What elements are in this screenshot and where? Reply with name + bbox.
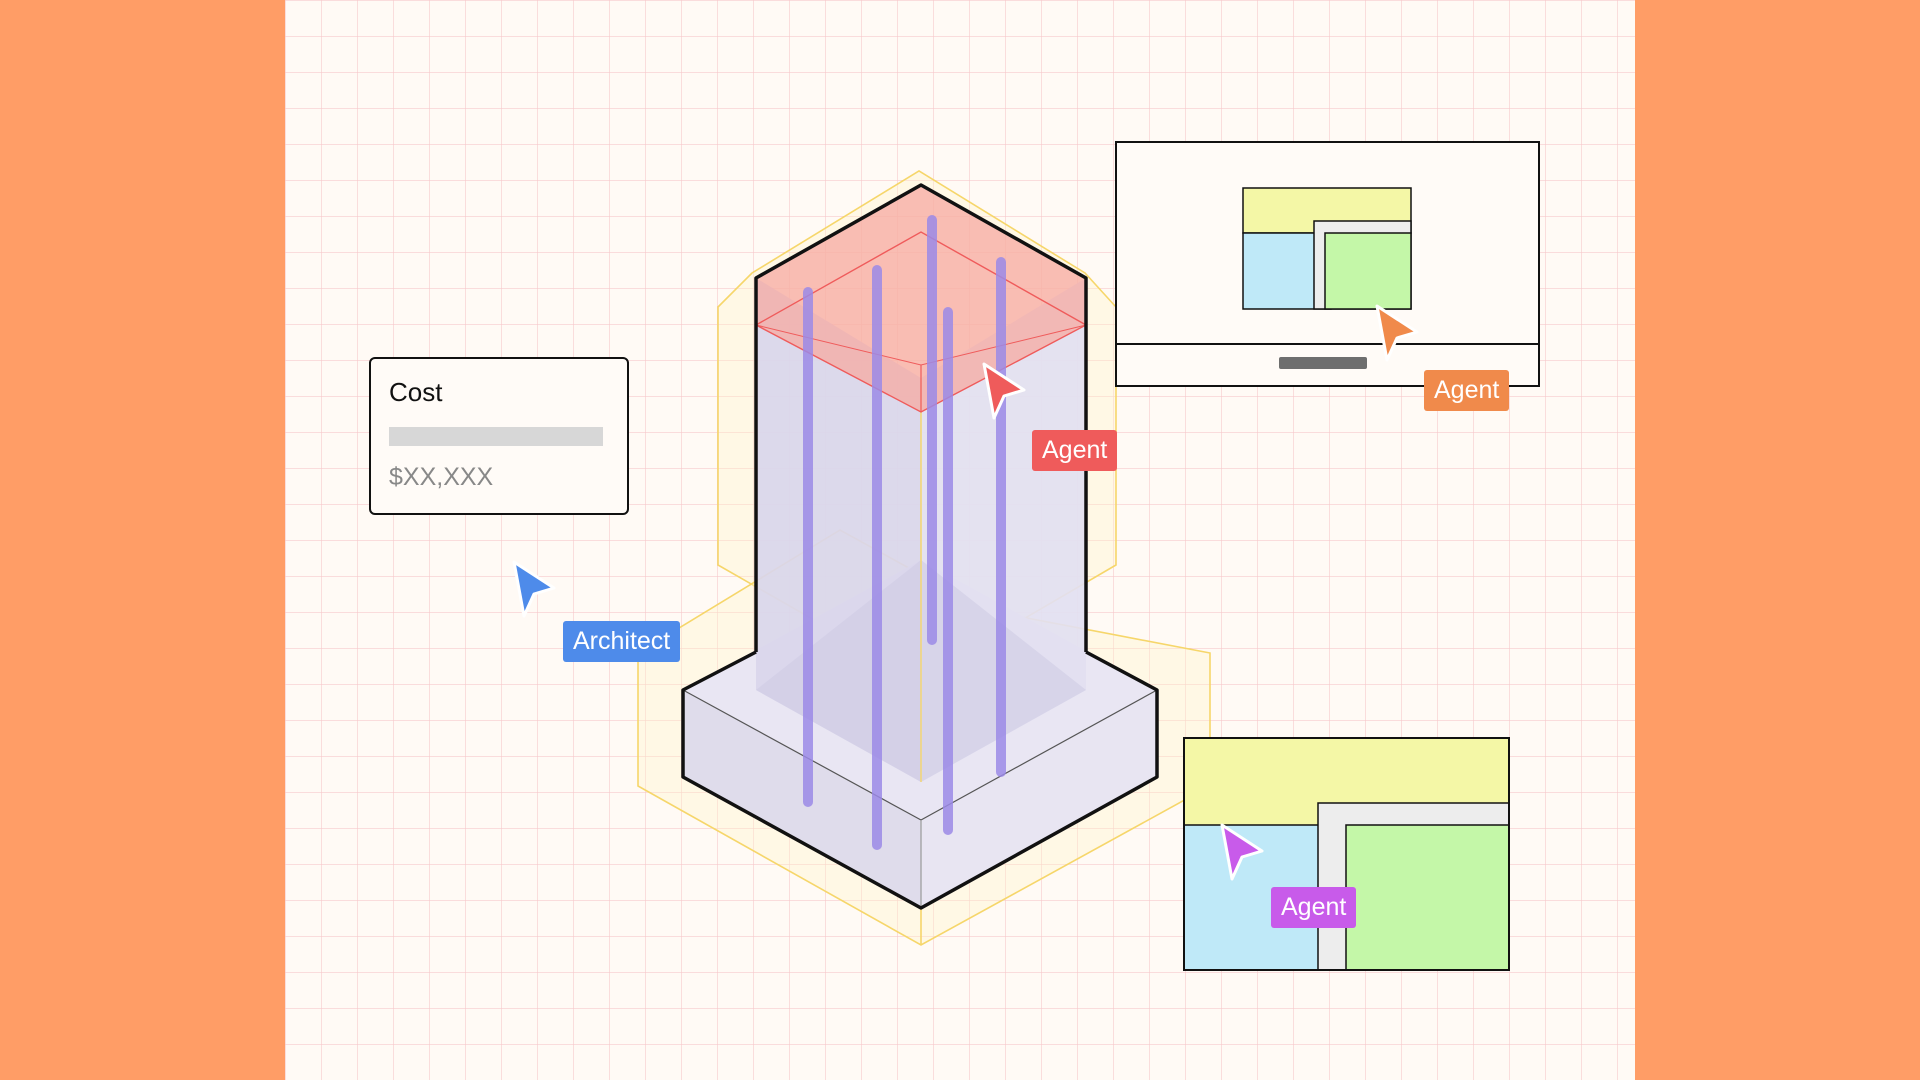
cost-title: Cost bbox=[389, 377, 443, 407]
agent-cursor-icon bbox=[1375, 304, 1419, 362]
structural-columns bbox=[803, 215, 1006, 850]
window-plan-card bbox=[1115, 141, 1540, 387]
window-scroll-bar[interactable] bbox=[1279, 357, 1367, 369]
floor-plan bbox=[1185, 739, 1508, 969]
cost-card: Cost $XX,XXX bbox=[369, 357, 629, 515]
agent-label-purple: Agent bbox=[1271, 887, 1357, 928]
design-canvas[interactable]: Cost $XX,XXX Architect Agent bbox=[285, 0, 1635, 1080]
cost-value: $XX,XXX bbox=[389, 463, 494, 491]
window-floorplan bbox=[1242, 187, 1412, 310]
building-model[interactable] bbox=[285, 0, 1635, 1080]
agent-cursor-icon bbox=[1220, 823, 1264, 881]
architect-label: Architect bbox=[563, 621, 681, 662]
window-footer bbox=[1117, 343, 1538, 385]
agent-cursor-icon bbox=[982, 362, 1026, 420]
agent-label-orange: Agent bbox=[1424, 370, 1510, 411]
agent-label-red: Agent bbox=[1032, 430, 1118, 471]
building-outline bbox=[681, 183, 1159, 910]
floor-plan-card bbox=[1183, 737, 1510, 971]
cost-progress-bar bbox=[389, 427, 603, 446]
architect-cursor-icon bbox=[512, 560, 556, 618]
